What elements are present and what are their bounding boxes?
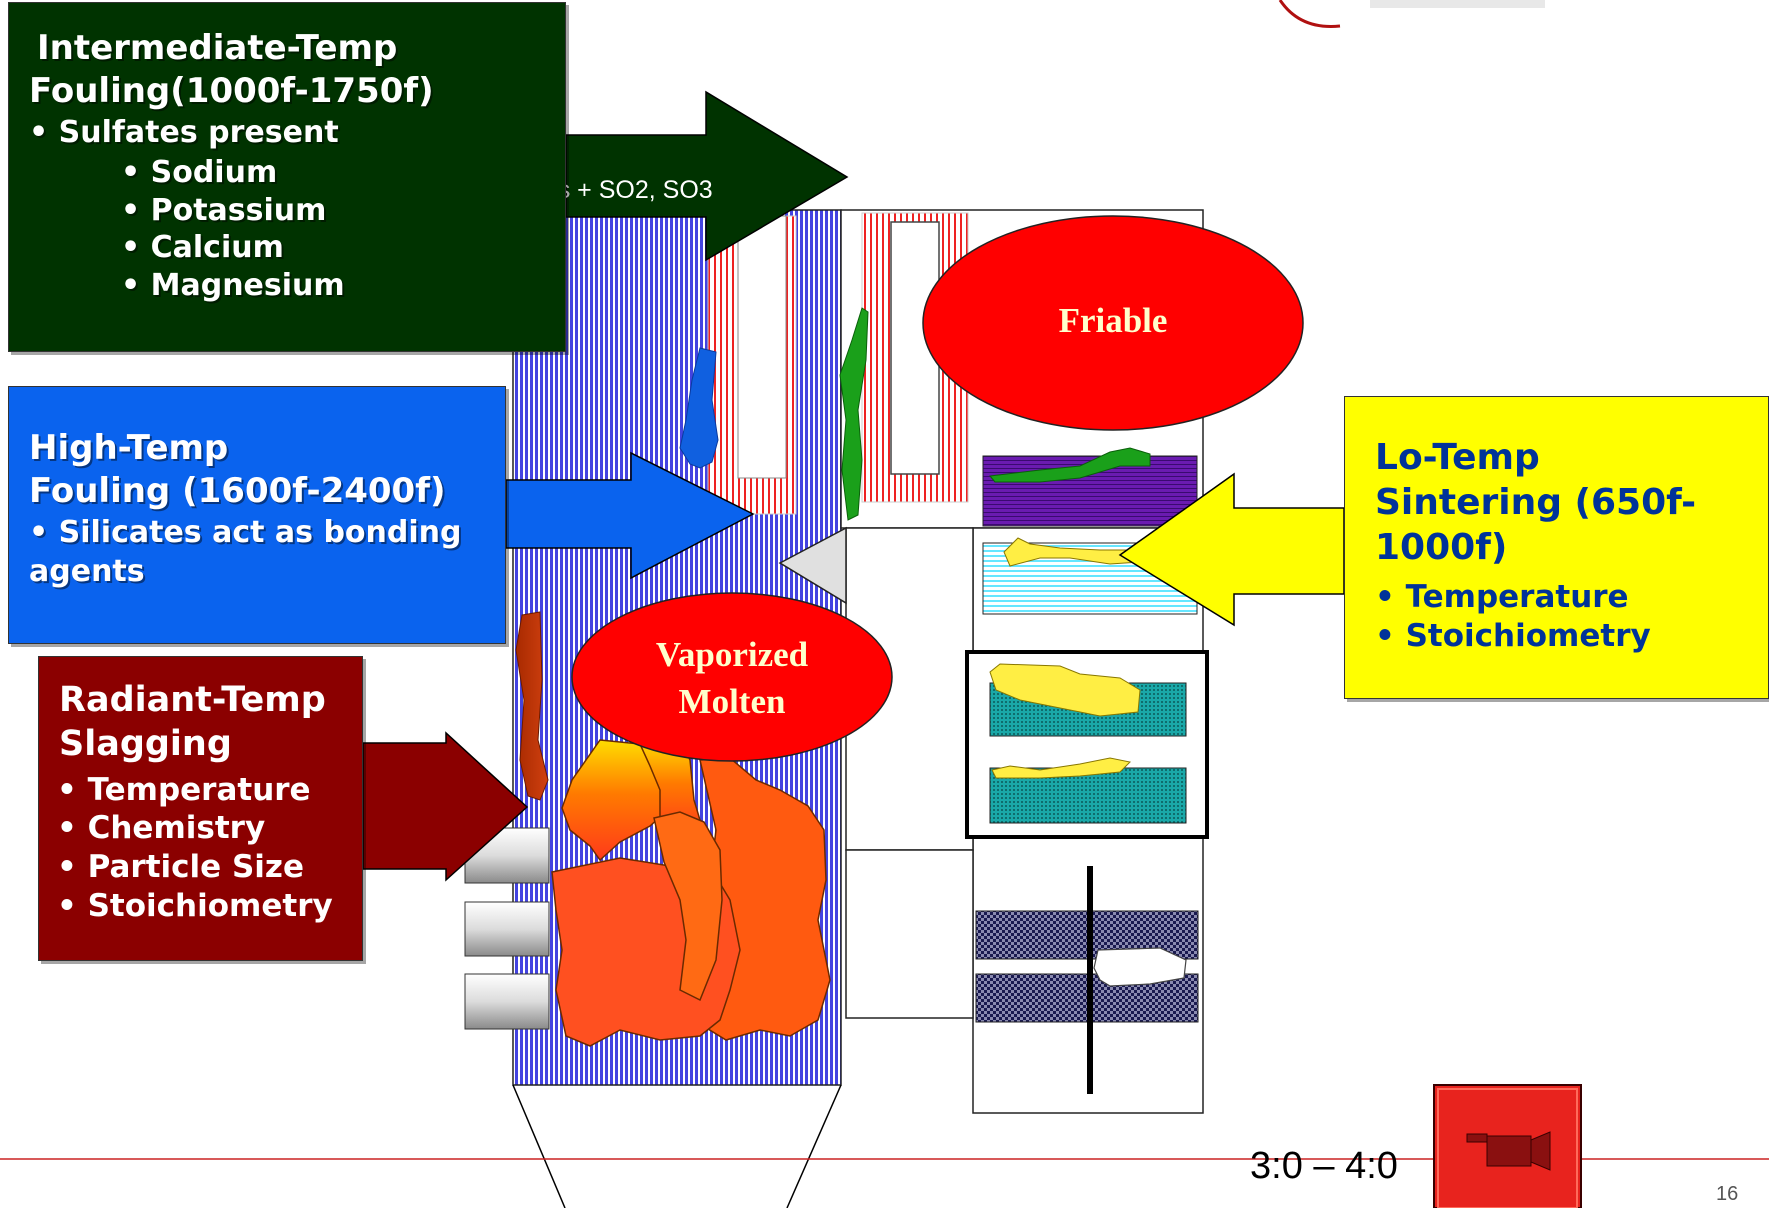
vaporized-molten-ellipse [572, 593, 892, 761]
radiant-list: • Temperature • Chemistry • Particle Siz… [57, 771, 362, 926]
lo-item: • Temperature [1375, 578, 1768, 617]
burner-3 [465, 974, 549, 1029]
radiant-item: • Temperature [57, 771, 362, 810]
radiant-item: • Chemistry [57, 809, 362, 848]
molten-label: Molten [600, 682, 864, 722]
logo-text-block [1370, 0, 1545, 8]
intermediate-title-line2: Fouling(1000f-1750f) [29, 70, 565, 113]
superheater-pendant-1-core [738, 216, 786, 478]
radiant-temp-callout: Radiant-Temp Slagging • Temperature • Ch… [38, 656, 363, 961]
radiant-item: • Particle Size [57, 848, 362, 887]
high-title-line2: Fouling (1600f-2400f) [29, 470, 505, 513]
vaporized-label: Vaporized [600, 635, 864, 675]
lo-title-line3: 1000f) [1375, 525, 1768, 570]
intermediate-sub-list: • Sodium • Potassium • Calcium • Magnesi… [121, 154, 565, 304]
logo-arc-icon [1280, 0, 1340, 26]
burner-2 [465, 902, 549, 956]
intermediate-sub-item: • Potassium [121, 192, 565, 230]
intermediate-sub-item: • Magnesium [121, 267, 565, 305]
hopper-right-line [787, 1085, 841, 1208]
high-temp-callout: High-Temp Fouling (1600f-2400f) • Silica… [8, 386, 506, 644]
radiant-title-line2: Slagging [59, 723, 362, 767]
lo-title-line1: Lo-Temp [1375, 435, 1768, 480]
intermediate-title-line1: Intermediate-Temp [37, 27, 565, 70]
lo-title-line2: Sintering (650f- [1375, 480, 1768, 525]
radiant-title-line1: Radiant-Temp [59, 679, 362, 723]
page-number: 16 [1716, 1183, 1738, 1206]
lo-item: • Stoichiometry [1375, 617, 1768, 656]
time-range-label: 3:0 – 4:0 [1250, 1145, 1398, 1188]
radiant-item: • Stoichiometry [57, 887, 362, 926]
intermediate-bullet: • Sulfates present [29, 112, 565, 154]
high-title-line1: High-Temp [29, 427, 505, 470]
high-bullet-line1: • Silicates act as bonding [29, 512, 505, 554]
friable-label: Friable [1010, 301, 1216, 341]
lo-temp-callout: Lo-Temp Sintering (650f- 1000f) • Temper… [1344, 396, 1769, 699]
intermediate-sub-item: • Sodium [121, 154, 565, 192]
lo-list: • Temperature • Stoichiometry [1375, 578, 1768, 656]
white-deposit [1094, 948, 1186, 986]
high-bullet-line2: agents [29, 554, 505, 590]
economizer-box [846, 850, 973, 1018]
intermediate-sub-item: • Calcium [121, 229, 565, 267]
intermediate-temp-callout: Intermediate-Temp Fouling(1000f-1750f) •… [8, 2, 566, 352]
hopper-left-line [513, 1085, 565, 1208]
video-button[interactable] [1434, 1085, 1581, 1208]
